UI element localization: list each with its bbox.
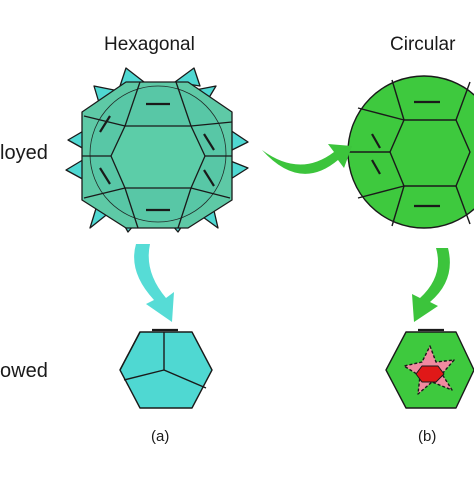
panel-label-b: (b)	[418, 428, 437, 445]
column-title-circular: Circular	[390, 34, 456, 55]
column-title-hexagonal: Hexagonal	[104, 34, 195, 55]
curved-arrow	[412, 248, 450, 322]
hexagonal-deployed-shape	[65, 67, 249, 233]
circular-stowed-shape	[385, 328, 474, 409]
panel-label-a: (a)	[151, 428, 170, 445]
row-label-deployed: loyed	[0, 142, 48, 164]
curved-arrow	[262, 144, 352, 174]
circular-deployed-shape	[347, 75, 474, 229]
row-label-stowed: owed	[0, 360, 48, 382]
curved-arrow	[134, 244, 174, 322]
hexagonal-stowed-shape	[119, 328, 213, 409]
